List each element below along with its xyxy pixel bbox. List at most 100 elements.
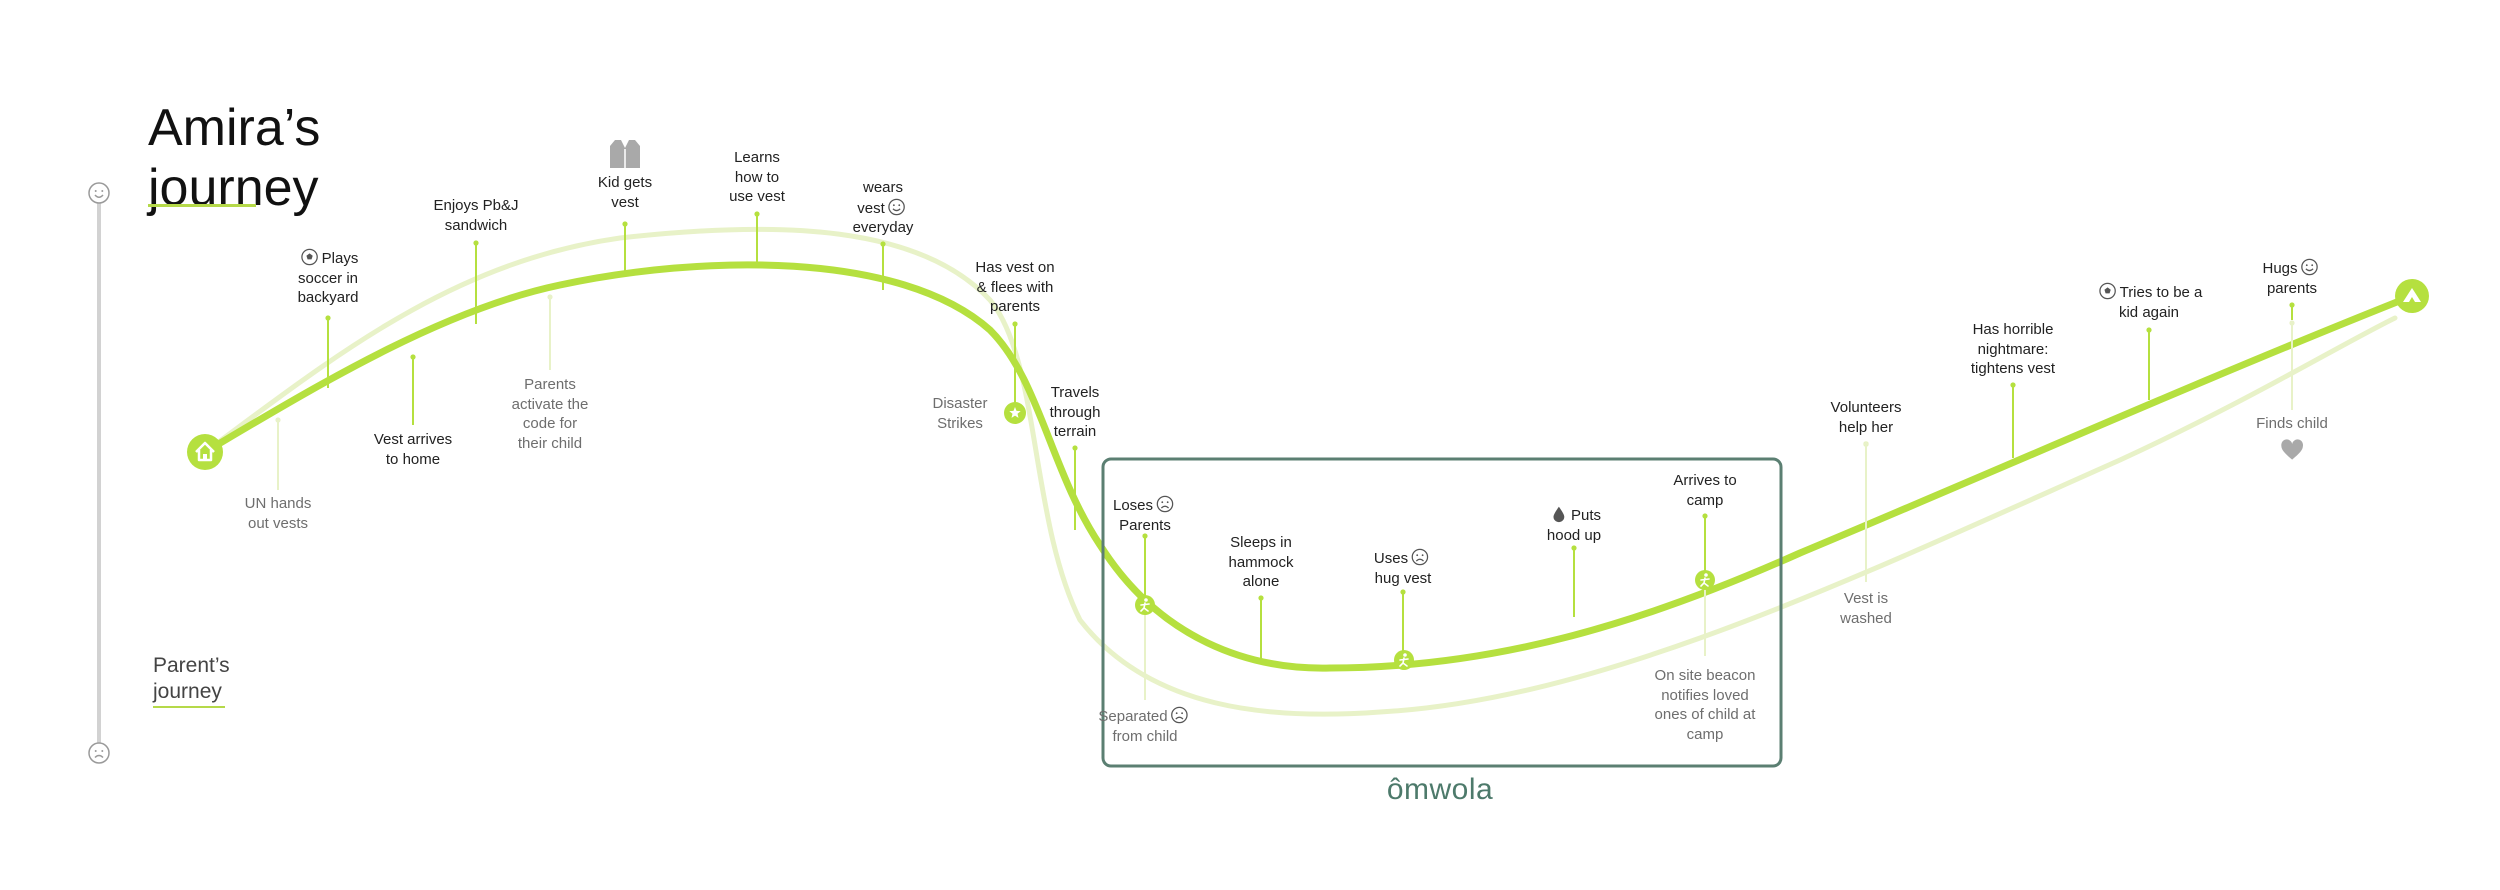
child-event-10-line-1: Sleeps in (1230, 534, 1292, 551)
sad-face-icon (1156, 495, 1174, 513)
parent-event-2-line-2: activate the (511, 395, 589, 413)
parent-event-2-line-1: Parents (524, 376, 576, 393)
child-event-stem-5-dot (754, 211, 760, 217)
child-event-2-line-2: to home (385, 450, 441, 468)
child-journey-line (201, 261, 2416, 672)
child-event-stem-11-dot (1400, 589, 1406, 595)
soccer-ball-icon (301, 248, 318, 266)
child-event-9-line-1: Loses (1113, 495, 1177, 516)
child-event-8-line-2: through (1049, 403, 1101, 421)
child-event-11-line-2: hug vest (1374, 569, 1432, 587)
marker-running-child-icon-3 (1135, 595, 1155, 615)
child-event-11-line-1: Uses (1374, 548, 1432, 569)
child-event-15-line-1: Has horrible (1972, 321, 2054, 338)
child-event-12-line-2: hood up (1546, 526, 1602, 544)
omwola-region-box (1101, 457, 1783, 768)
child-event-17-line-1: Hugs (2262, 258, 2321, 279)
child-event-5-line-1: Learns (734, 149, 780, 166)
child-event-12-line-1: Puts (1547, 505, 1601, 526)
title-line-2: journey (148, 159, 319, 217)
parent-event-1-line-2: out vests (247, 514, 309, 532)
child-event-stem-13-dot (1702, 513, 1708, 519)
parent-event-2-line-3: code for (522, 415, 578, 432)
child-event-1-line-2: soccer in (297, 269, 359, 287)
child-event-6-line-1: wears (862, 179, 903, 196)
child-event-stem-6-dot (880, 241, 886, 247)
child-event-3-line-2: sandwich (444, 216, 508, 234)
child-event-15-line-3: tightens vest (1970, 360, 2056, 377)
parent-event-4-line-1: Separated (1098, 706, 1191, 727)
parent-event-2-line-4: their child (517, 434, 583, 452)
child-event-10-line-2: hammock (1228, 553, 1294, 571)
child-event-4-line-1: Kid gets (597, 174, 653, 191)
child-event-15: Has horrible nightmare: tightens vest (1971, 320, 2055, 379)
parent-event-5-line-4: camp (1686, 725, 1724, 743)
child-event-13-line-1: Arrives to (1673, 472, 1737, 489)
sad-face-icon (1411, 548, 1429, 566)
sad-face-icon (88, 742, 110, 764)
child-event-stem-3-dot (473, 240, 479, 246)
parent-title-line-2: journey (153, 680, 222, 703)
child-event-4-line-2: vest (611, 193, 639, 211)
parent-title-line-1: Parent’s (153, 654, 230, 677)
raindrop-icon (1553, 506, 1565, 523)
parent-journey-line (202, 226, 2398, 717)
child-event-stem-17-dot (2289, 302, 2295, 308)
child-event-stem-10-dot (1258, 595, 1264, 601)
child-event-7-line-3: parents (989, 298, 1041, 315)
journey-title: Amira’s journey (148, 98, 320, 218)
child-event-5-line-3: use vest (729, 188, 785, 205)
child-event-15-line-2: nightmare: (1977, 340, 2049, 358)
parent-journey-title: Parent’s journey (153, 653, 230, 705)
parent-event-3-line-1: Disaster (932, 395, 988, 412)
title-line-1: Amira’s (148, 99, 321, 157)
parent-event-3-line-2: Strikes (937, 414, 983, 432)
parent-event-1-line-1: UN hands (244, 495, 312, 512)
child-event-6-line-2: vest (853, 198, 914, 219)
parent-event-7-line-1: Finds child (2256, 415, 2328, 432)
child-event-4: Kid gets vest (598, 173, 652, 212)
child-event-2: Vest arrives to home (374, 430, 452, 469)
child-event-16-line-2: kid again (2118, 303, 2180, 321)
parent-event-stem-7-dot (2289, 320, 2295, 326)
parent-event-5-line-1: On site beacon (1654, 667, 1756, 684)
parent-event-stem-2-dot (547, 294, 553, 300)
brand-label: ômwola (1386, 773, 1494, 806)
parent-event-6-line-2: washed (1840, 609, 1892, 627)
marker-running-child-icon-4 (1394, 650, 1414, 670)
child-event-1-line-3: backyard (297, 289, 359, 306)
child-event-1-line-1: Plays (298, 248, 359, 269)
child-event-17-line-2: parents (2266, 279, 2318, 297)
child-event-16-line-1: Tries to be a (2096, 282, 2202, 303)
child-event-stem-15-dot (2010, 382, 2016, 388)
sad-face-icon (1171, 706, 1188, 724)
parent-event-5-line-3: ones of child at (1654, 706, 1756, 723)
parent-event-1: UN hands out vests (245, 494, 312, 533)
parent-event-4-line-2: from child (1112, 727, 1178, 745)
parent-event-5-line-2: notifies loved (1661, 686, 1749, 704)
child-event-stem-4-dot (622, 221, 628, 227)
child-event-stem-1-dot (325, 315, 331, 321)
child-event-7-line-1: Has vest on (975, 259, 1055, 276)
child-event-14-line-1: Volunteers (1830, 399, 1902, 416)
child-event-2-line-1: Vest arrives (373, 431, 453, 448)
child-event-stem-8-dot (1072, 445, 1078, 451)
parent-event-5: On site beacon notifies loved ones of chil… (1655, 666, 1756, 744)
title-underline (148, 204, 256, 207)
smiley-icon (888, 198, 906, 215)
marker-home-icon-1 (187, 434, 223, 470)
